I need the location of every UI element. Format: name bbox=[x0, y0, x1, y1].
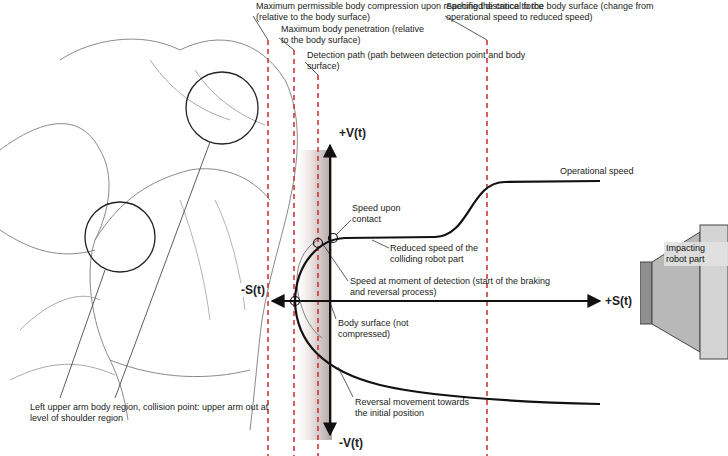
limit-annotation: Maximum body penetration (relative to th… bbox=[281, 24, 431, 46]
collision-point-circle bbox=[186, 72, 258, 144]
part-name: Impacting robot part bbox=[664, 242, 728, 266]
curve-annotation: Body surface (not compressed) bbox=[338, 318, 428, 340]
auxiliary-curve bbox=[297, 240, 322, 338]
limit-annotation: Detection path (path between detection p… bbox=[307, 50, 542, 72]
axis-label: -S(t) bbox=[240, 283, 266, 297]
curve-annotation: Speed upon contact bbox=[352, 203, 414, 225]
body-figure bbox=[0, 39, 297, 430]
axis-label: +S(t) bbox=[604, 294, 633, 308]
axis-label: +V(t) bbox=[338, 126, 367, 140]
collision-point-circle bbox=[85, 202, 155, 272]
curve-points bbox=[291, 234, 338, 306]
axis-label: -V(t) bbox=[338, 436, 364, 450]
curve-annotation: Speed at moment of detection (start of t… bbox=[350, 276, 565, 298]
limit-annotation: Specified distance to the body surface (… bbox=[446, 1, 691, 23]
curve-annotation: Reversal movement towards the initial po… bbox=[355, 397, 475, 419]
speed-curve bbox=[295, 181, 600, 404]
leader-lines bbox=[60, 16, 487, 398]
body-region-annotation: Left upper arm body region, collision po… bbox=[30, 402, 275, 424]
curve-annotation: Operational speed bbox=[560, 166, 650, 177]
curve-annotation: Reduced speed of the colliding robot par… bbox=[390, 243, 510, 265]
axes bbox=[272, 145, 600, 435]
robot-part: Impacting robot part bbox=[640, 222, 728, 362]
body-compression-band bbox=[296, 150, 332, 440]
